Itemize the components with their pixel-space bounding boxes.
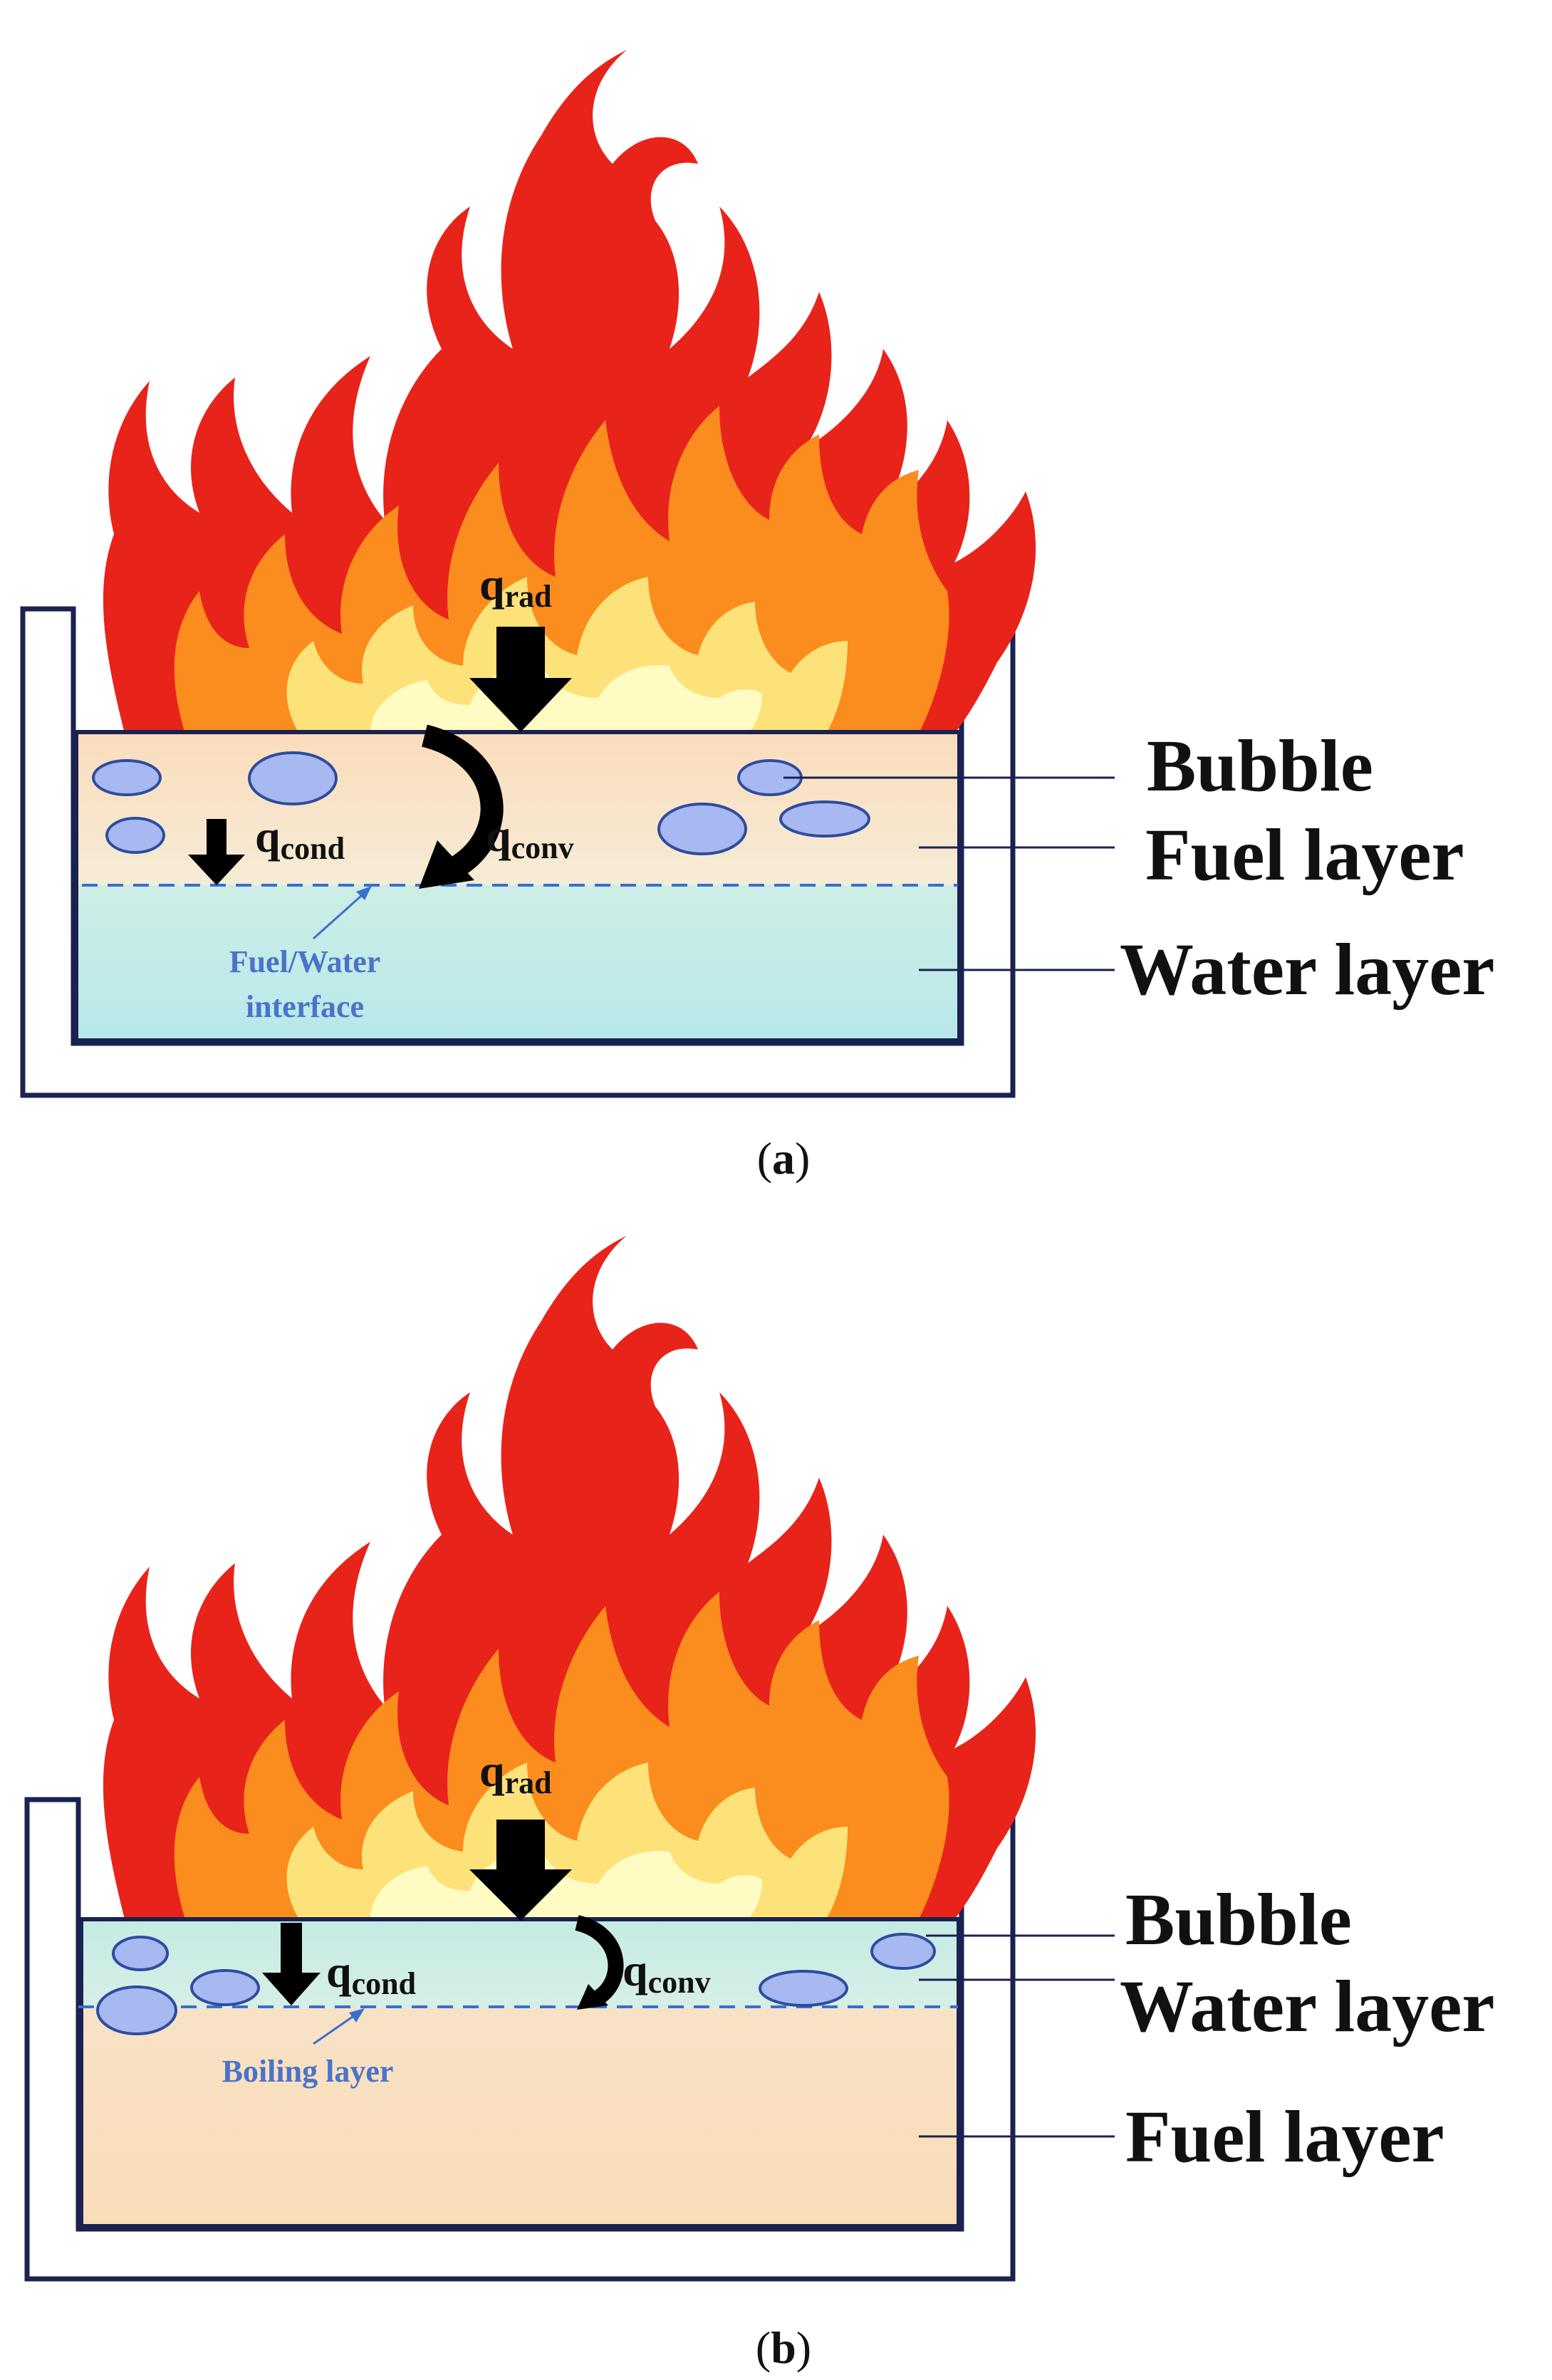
bubble [657, 803, 747, 855]
q-cond-arrow [188, 819, 245, 885]
q-rad-arrow [469, 1820, 572, 1921]
inner-container [74, 730, 962, 1043]
caption-b: (b) [756, 2322, 811, 2373]
interface-label-line1: Fuel/Water [229, 944, 381, 979]
bubble [779, 800, 870, 837]
bubble [92, 759, 162, 796]
bubbles [92, 751, 870, 855]
panel-b: qrad qcond qconv Boiling layer Bubble Wa… [24, 1236, 1495, 2373]
flame [103, 1236, 1036, 1919]
q-conv-arrow [419, 724, 504, 889]
bubble [248, 751, 338, 805]
q-rad-label: qrad [479, 559, 552, 614]
interface-pointer-head [356, 886, 372, 900]
bubble-label: Bubble [1125, 1879, 1352, 1961]
panel-a: qrad qconv qcond Fuel/Water interface Bu… [20, 50, 1495, 1184]
boiling-layer-pointer [313, 2010, 360, 2045]
q-cond-label: qcond [255, 811, 345, 866]
q-conv-label: qconv [623, 1945, 711, 2000]
top-layer-label: Water layer [1120, 1966, 1495, 2047]
q-conv-label: qconv [486, 810, 574, 865]
bottom-layer-label: Water layer [1120, 929, 1495, 1011]
interface-pointer [312, 889, 369, 940]
q-cond-label: qcond [326, 1946, 416, 2001]
q-rad-label: qrad [479, 1745, 552, 1800]
interface-label-line2: interface [246, 989, 364, 1024]
bubble [105, 817, 165, 854]
q-rad-arrow [469, 627, 572, 732]
bubble [96, 1985, 177, 2035]
bottom-layer-label: Fuel layer [1125, 2096, 1444, 2178]
flame [103, 50, 1036, 734]
q-conv-arrow [574, 1915, 624, 2010]
bubble [112, 1936, 169, 1971]
bubbles [96, 1933, 936, 2035]
top-layer-label: Fuel layer [1145, 814, 1464, 896]
bubble [759, 1970, 848, 2007]
water-layer [76, 885, 959, 1040]
bubble [870, 1933, 936, 1970]
fuel-layer [81, 2008, 959, 2226]
boiling-layer-label: Boiling layer [222, 2054, 394, 2089]
q-cond-arrow [262, 1923, 321, 2005]
boiling-layer-pointer-head [349, 2008, 365, 2023]
bubble [190, 1969, 260, 2006]
caption-a: (a) [757, 1133, 811, 1184]
bubble-label: Bubble [1147, 725, 1373, 807]
